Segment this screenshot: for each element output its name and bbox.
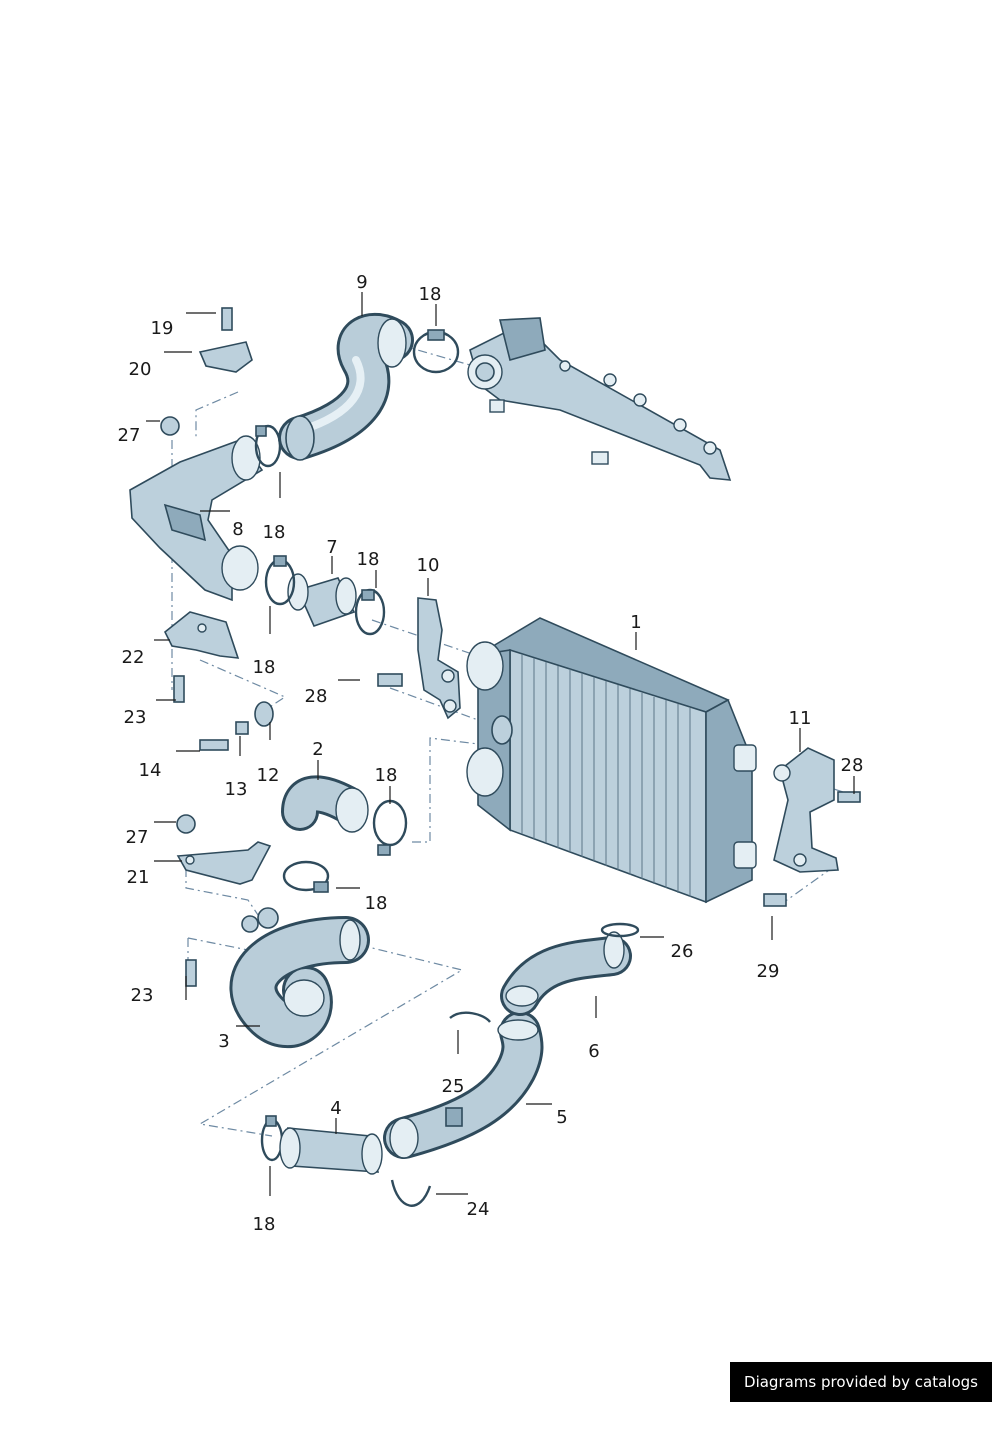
callout-27-a: 27: [118, 425, 141, 446]
callout-5: 5: [556, 1107, 567, 1128]
callout-29: 29: [757, 961, 780, 982]
callout-24: 24: [467, 1199, 490, 1220]
intercooler-fins: [521, 654, 691, 897]
callout-7: 7: [326, 537, 337, 558]
callout-18-a: 18: [419, 284, 442, 305]
callout-18-b: 18: [263, 522, 286, 543]
bracket-21: [176, 841, 272, 885]
callout-12: 12: [257, 765, 280, 786]
callout-21: 21: [127, 867, 150, 888]
hose-clamps: [254, 329, 460, 1162]
callout-numbers: 1 2 3 4 5 6 7 8 9 10 11 12 13 14 18 18 1…: [118, 272, 864, 1235]
callout-14: 14: [139, 760, 162, 781]
callout-9: 9: [356, 272, 367, 293]
callout-11: 11: [789, 708, 812, 729]
charge-pipe-upper: [278, 312, 414, 461]
hose-4: [279, 1127, 383, 1175]
leader-lines: [146, 292, 855, 1196]
callout-18-e: 18: [375, 765, 398, 786]
intercooler: [466, 617, 757, 904]
exploded-parts-diagram: 1 2 3 4 5 6 7 8 9 10 11 12 13 14 18 18 1…: [118, 272, 864, 1235]
callout-10: 10: [417, 555, 440, 576]
callout-8: 8: [232, 519, 243, 540]
callout-25: 25: [442, 1076, 465, 1097]
small-parts: [160, 307, 861, 1207]
callout-28-b: 28: [841, 755, 864, 776]
callout-23-b: 23: [131, 985, 154, 1006]
hose-6: [500, 931, 632, 1016]
intake-manifold: [467, 317, 732, 481]
callout-1: 1: [630, 612, 641, 633]
elbow-hose-2: [281, 775, 369, 833]
callout-20: 20: [129, 359, 152, 380]
hose-7: [287, 573, 357, 627]
callout-6: 6: [588, 1041, 599, 1062]
bracket-22: [163, 611, 240, 659]
callout-3: 3: [218, 1031, 229, 1052]
callout-2: 2: [312, 739, 323, 760]
callout-13: 13: [225, 779, 248, 800]
callout-23-a: 23: [124, 707, 147, 728]
callout-18-f: 18: [365, 893, 388, 914]
callout-18-c: 18: [253, 657, 276, 678]
bracket-10: [417, 597, 461, 720]
pipe-5: [383, 1011, 544, 1159]
callout-27-b: 27: [126, 827, 149, 848]
hose-3: [229, 907, 370, 1049]
charge-pipe-8: [129, 435, 264, 602]
bracket-11: [773, 747, 839, 873]
callout-28-a: 28: [305, 686, 328, 707]
callout-4: 4: [330, 1098, 341, 1119]
callout-18-d: 18: [357, 549, 380, 570]
callout-19: 19: [151, 318, 174, 339]
credit-banner: Diagrams provided by catalogs parts: [730, 1362, 992, 1431]
callout-26: 26: [671, 941, 694, 962]
callout-22: 22: [122, 647, 145, 668]
callout-18-g: 18: [253, 1214, 276, 1235]
